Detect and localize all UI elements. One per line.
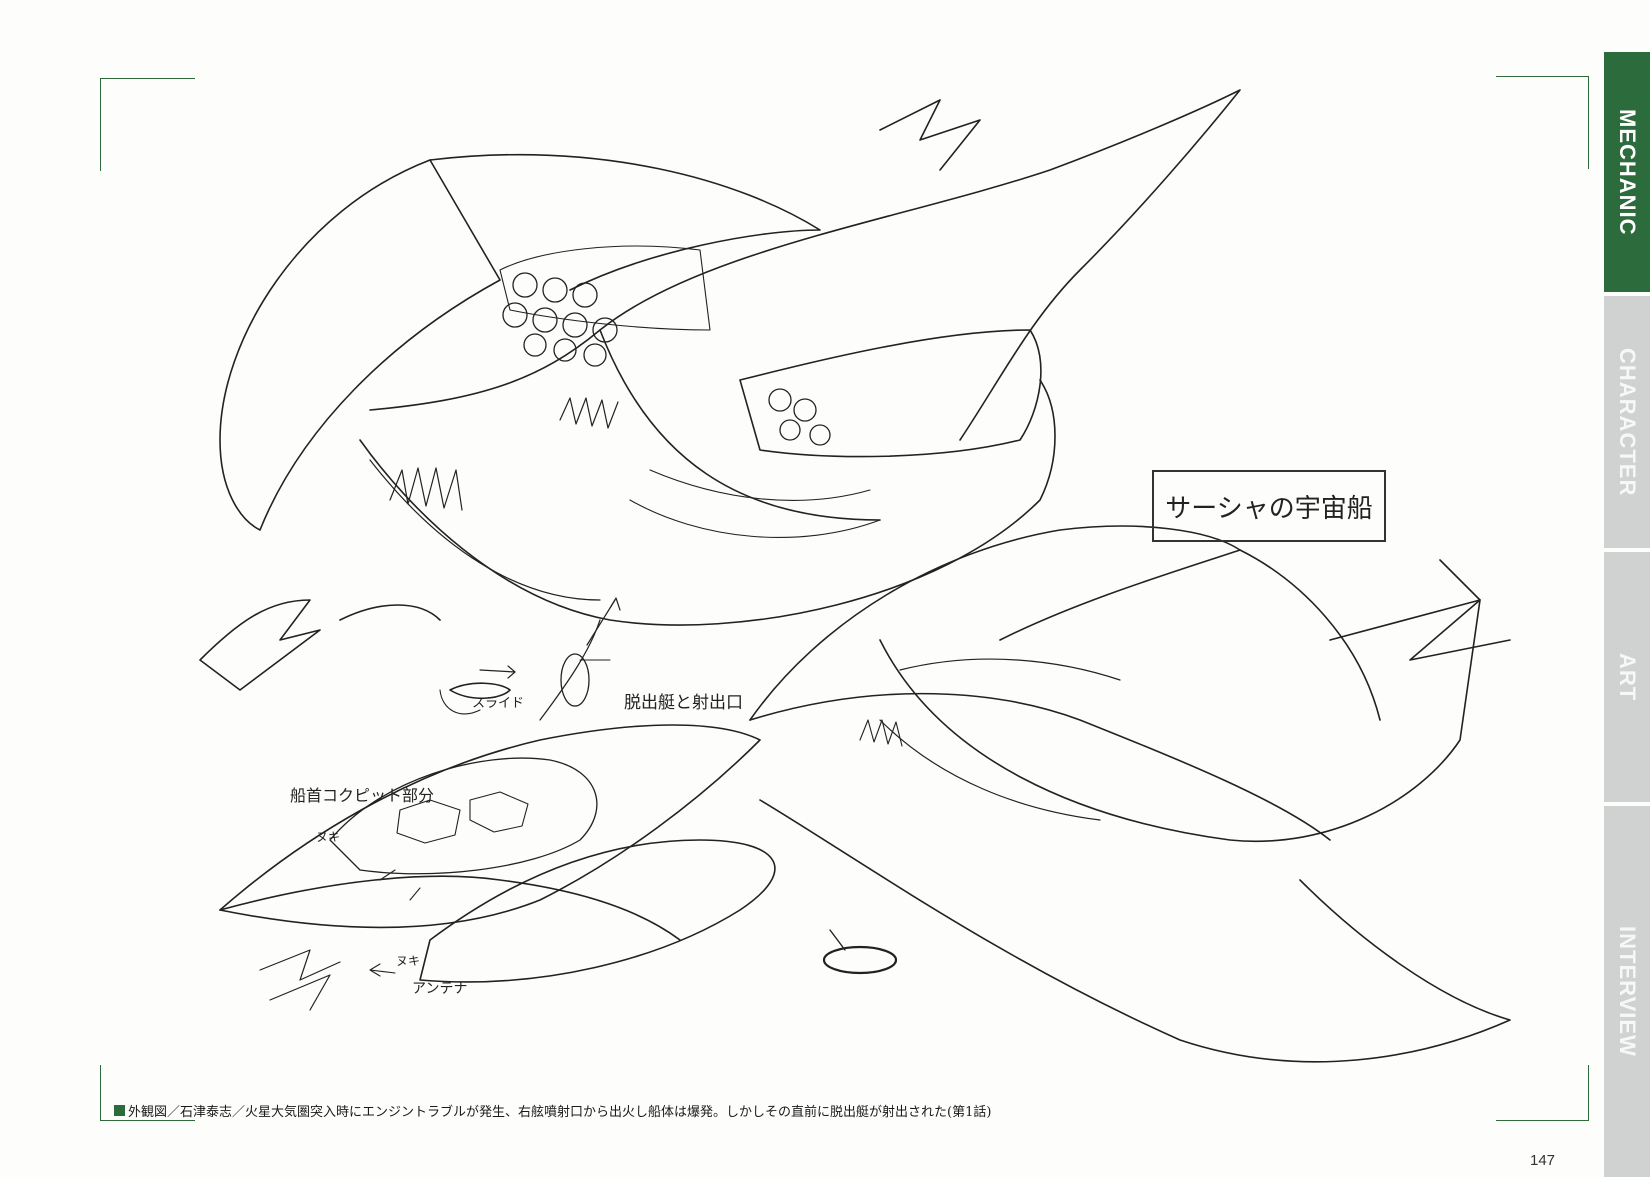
tab-interview[interactable]: INTERVIEW [1604, 806, 1650, 1177]
tab-character[interactable]: CHARACTER [1604, 296, 1650, 548]
caption-bullet-icon [114, 1105, 125, 1116]
page-number: 147 [1530, 1152, 1556, 1169]
crop-mark-top-left [100, 78, 195, 171]
ship-lower-right-view [749, 525, 1511, 1063]
crop-mark-top-right [1496, 76, 1589, 169]
section-index-sidebar: MECHANIC CHARACTER ART INTERVIEW [1604, 0, 1650, 1177]
figure-caption: 外観図／石津泰志／火星大気圏突入時にエンジントラブルが発生、右舷噴射口から出火し… [114, 1101, 991, 1120]
label-escape-pod: 脱出艇と射出口 [624, 693, 743, 713]
label-cockpit: 船首コクピット部分 [290, 786, 435, 805]
ship-title-box: サーシャの宇宙船 [1152, 470, 1386, 542]
label-antenna: アンテナ [412, 981, 468, 997]
crop-mark-bottom-left [100, 1065, 195, 1121]
ship-title: サーシャの宇宙船 [1165, 493, 1373, 524]
tab-art[interactable]: ART [1604, 552, 1650, 802]
crop-mark-bottom-right [1496, 1065, 1589, 1121]
label-slide: スライド [472, 696, 525, 711]
spaceship-line-drawing [180, 80, 1580, 1110]
label-nuki-2: ヌキ [396, 954, 421, 968]
ship-lower-left-view [219, 597, 776, 1011]
caption-text: 外観図／石津泰志／火星大気圏突入時にエンジントラブルが発生、右舷噴射口から出火し… [128, 1105, 992, 1120]
label-nuki-1: ヌキ [316, 830, 341, 844]
ship-upper-view [199, 89, 1241, 691]
tab-mechanic[interactable]: MECHANIC [1604, 52, 1650, 292]
